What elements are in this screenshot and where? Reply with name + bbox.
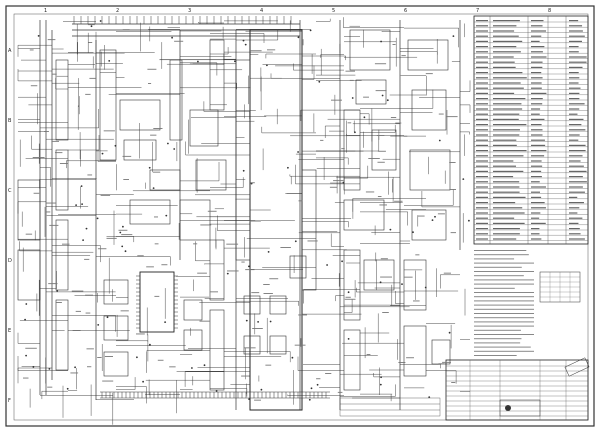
grid-label: 1 [44, 8, 47, 14]
lower-left-modules [103, 279, 203, 377]
bottom-connector-strip [100, 391, 330, 399]
company-logo-icon [505, 405, 511, 411]
revision-stamp [564, 357, 590, 377]
grid-label: D [8, 258, 12, 264]
grid-label: F [8, 398, 11, 404]
grid-label: C [8, 188, 12, 194]
ic-module-pins [136, 275, 178, 329]
grid-label: 5 [332, 8, 335, 14]
grid-reference-top: 1 2 3 4 5 6 7 8 [44, 8, 551, 14]
legend-grid [539, 271, 581, 303]
bottom-legend [339, 397, 441, 417]
parts-list-table [473, 15, 589, 245]
central-control-unit [249, 29, 303, 411]
relay-block [17, 179, 41, 241]
grid-label: 6 [404, 8, 407, 14]
grid-label: 2 [116, 8, 119, 14]
grid-label: A [8, 48, 12, 54]
grid-label: B [8, 118, 12, 124]
control-unit-connector [235, 59, 251, 261]
control-unit-connector [301, 169, 317, 291]
grid-label: E [8, 328, 11, 334]
top-terminal-row [73, 16, 292, 24]
lower-center-modules [243, 255, 307, 355]
sheet-border [5, 5, 595, 427]
wiring-lines [17, 17, 471, 425]
grid-label: 4 [260, 8, 263, 14]
notes-area [474, 250, 534, 356]
relay-block [17, 249, 41, 301]
title-block [445, 359, 589, 421]
grid-label: 7 [476, 8, 479, 14]
grid-reference-side: A B C D E F [8, 48, 12, 404]
left-connector-stack [55, 39, 225, 391]
grid-label: 8 [548, 8, 551, 14]
main-buses [39, 20, 461, 410]
ic-module [139, 271, 175, 333]
mid-module-area [119, 99, 227, 241]
grid-label: 3 [188, 8, 191, 14]
right-center-modules [343, 29, 451, 391]
